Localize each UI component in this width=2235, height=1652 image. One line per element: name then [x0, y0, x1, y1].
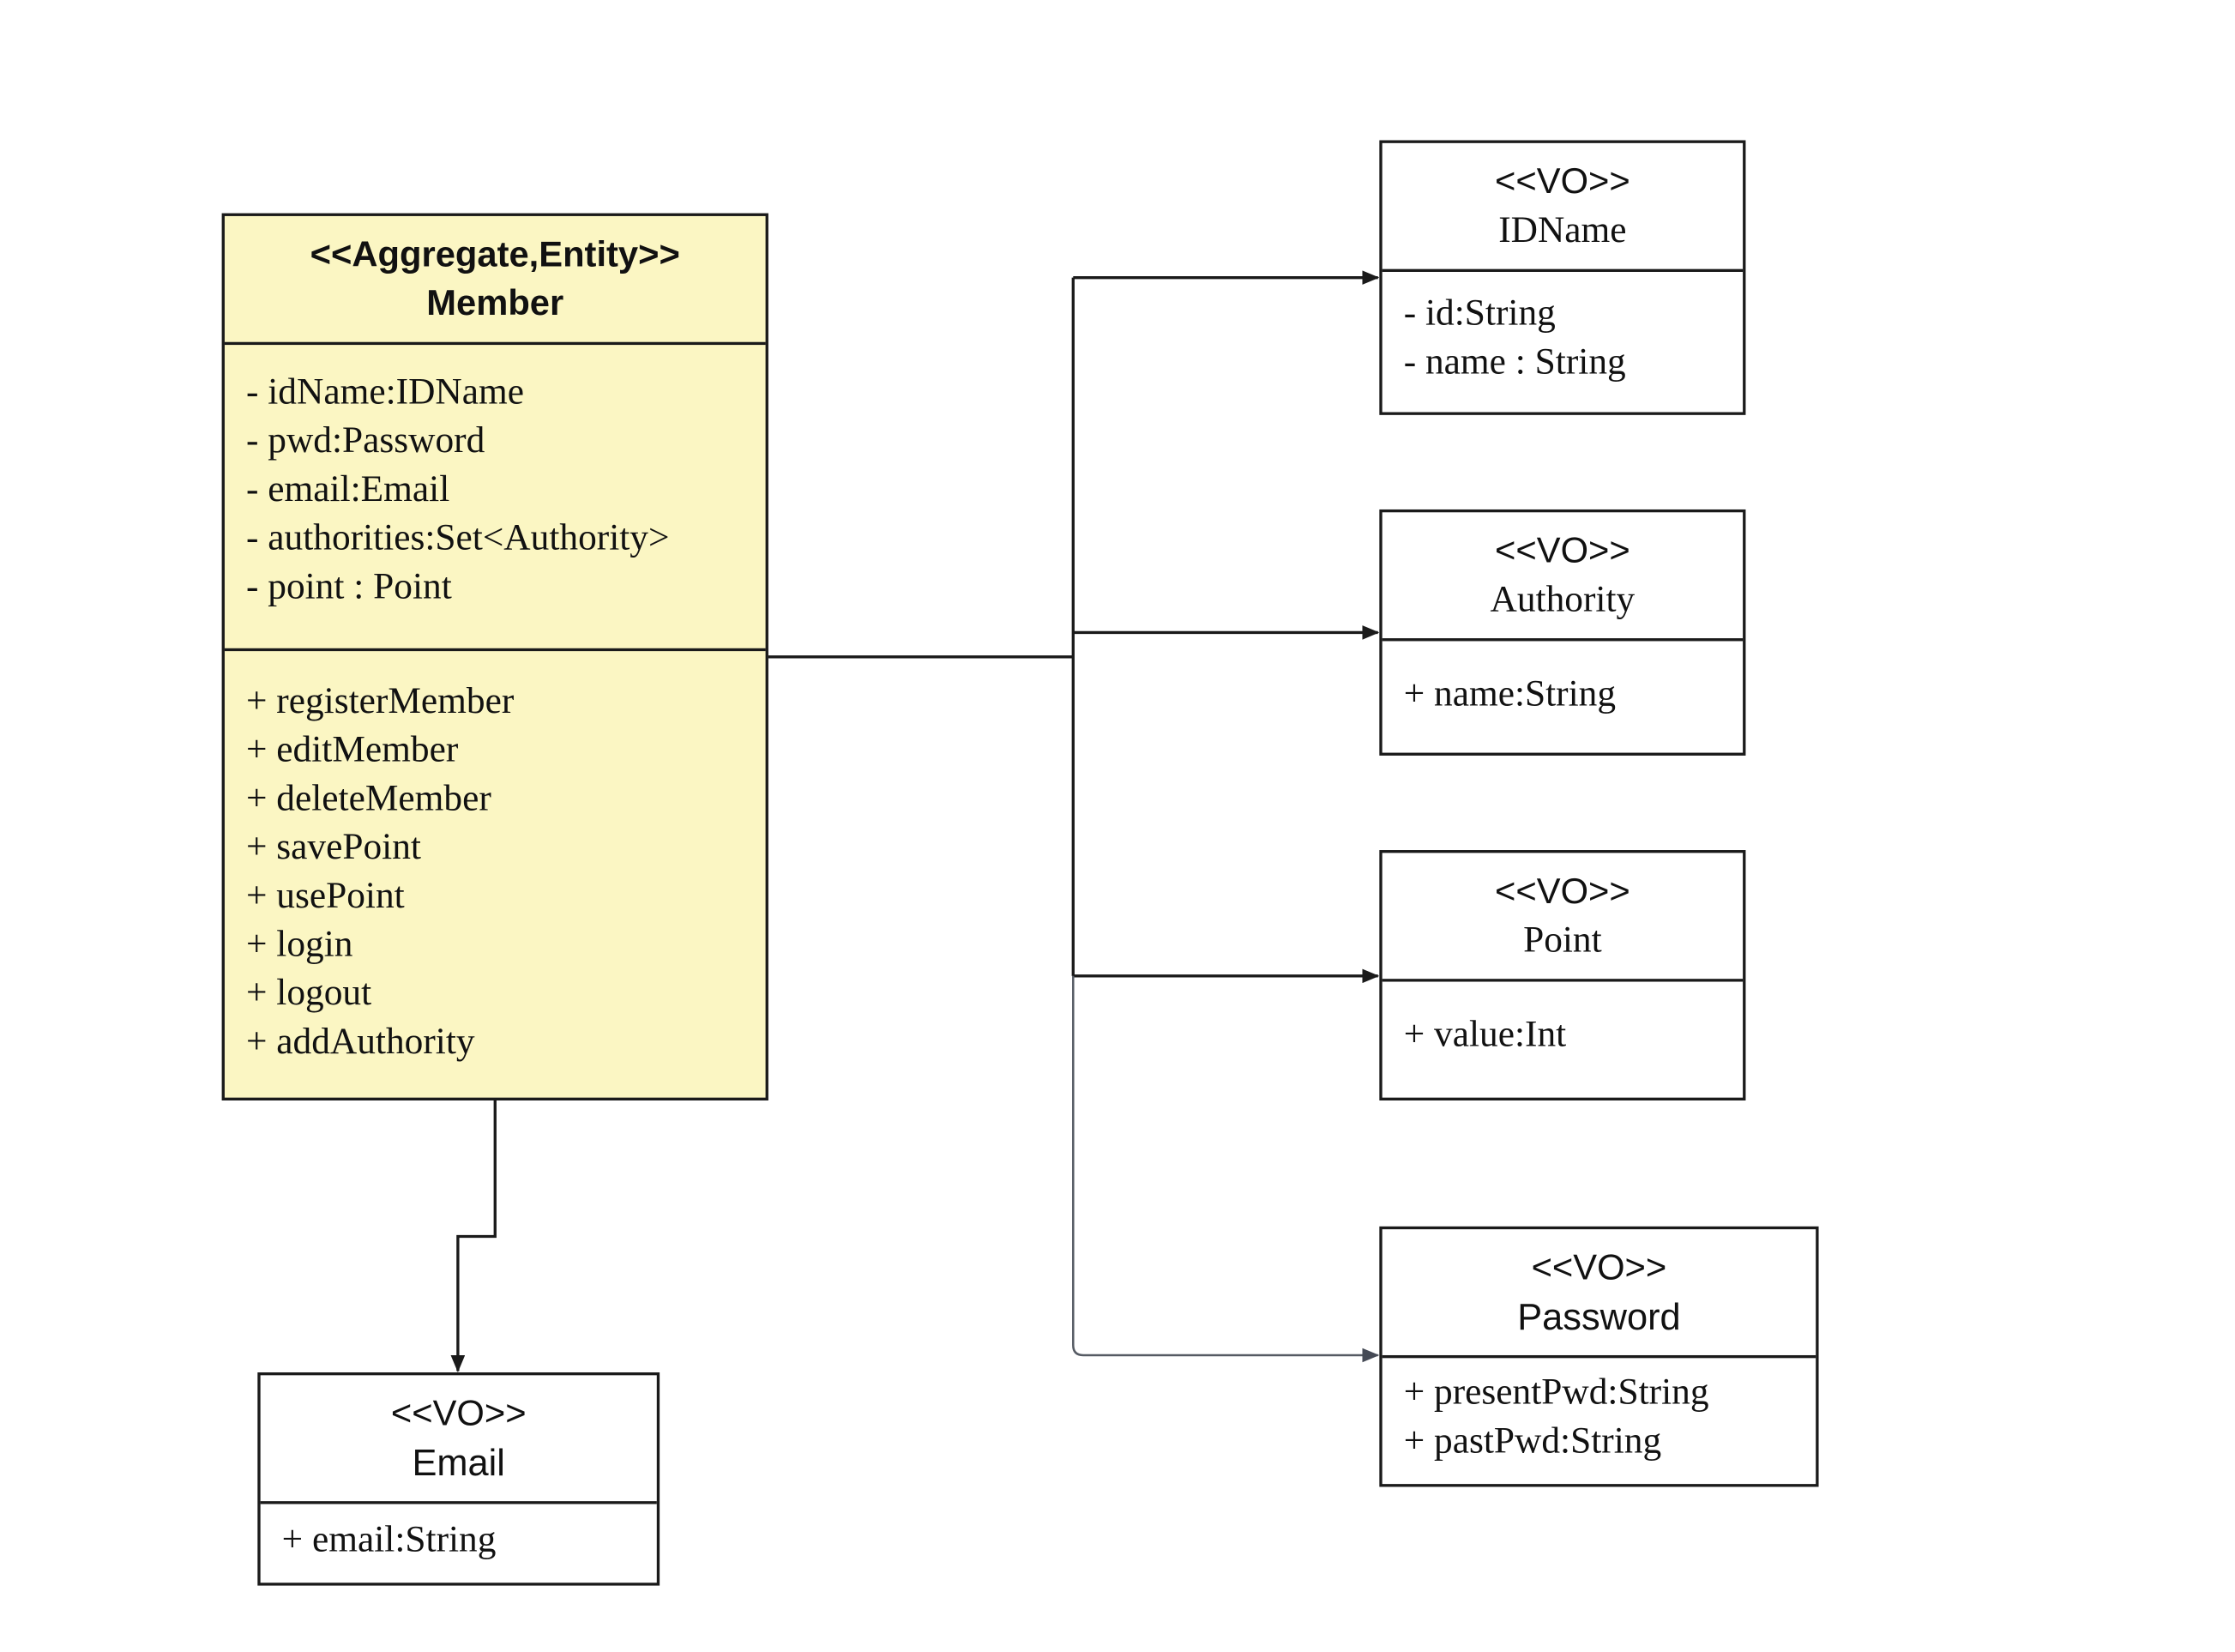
member-operations: + registerMember + editMember + deleteMe… — [225, 651, 766, 1066]
operation: + savePoint — [245, 825, 421, 868]
point-class-header: <<VO>> Point — [1382, 853, 1744, 982]
password-class-name: Password — [1517, 1294, 1681, 1338]
idname-class-name: IDName — [1498, 208, 1627, 250]
operation: + usePoint — [245, 874, 405, 916]
member-attributes: - idName:IDName - pwd:Password - email:E… — [224, 345, 766, 652]
password-stereotype: <<VO>> — [1531, 1247, 1667, 1288]
email-attributes: + email:String — [261, 1504, 657, 1564]
operation: + login — [245, 923, 353, 965]
attribute: + email:String — [281, 1518, 497, 1560]
email-association-arrow — [450, 1099, 497, 1372]
operation: + addAuthority — [245, 1020, 475, 1062]
email-stereotype: <<VO>> — [390, 1394, 527, 1434]
member-class: <<Aggregate,Entity>> Member - idName:IDN… — [221, 213, 768, 1100]
operation: + deleteMember — [245, 776, 491, 819]
attribute: - email:Email — [245, 467, 450, 509]
member-class-header: <<Aggregate,Entity>> Member — [224, 216, 766, 346]
password-class-header: <<VO>> Password — [1382, 1229, 1816, 1359]
authority-class-name: Authority — [1490, 578, 1636, 620]
attribute: + value:Int — [1403, 1013, 1567, 1055]
member-stereotype: <<Aggregate,Entity>> — [310, 234, 680, 275]
authority-stereotype: <<VO>> — [1495, 530, 1630, 571]
attribute: - authorities:Set<Authority> — [245, 516, 670, 558]
email-class-header: <<VO>> Email — [260, 1375, 657, 1504]
point-class: <<VO>> Point + value:Int — [1379, 850, 1746, 1100]
point-attributes: + value:Int — [1383, 982, 1743, 1059]
password-class: <<VO>> Password + presentPwd:String + pa… — [1379, 1226, 1819, 1487]
point-stereotype: <<VO>> — [1495, 871, 1630, 912]
attribute: - id:String — [1403, 292, 1556, 334]
attribute: + presentPwd:String — [1403, 1371, 1709, 1413]
password-attributes: + presentPwd:String + pastPwd:String — [1383, 1358, 1816, 1465]
attribute: - idName:IDName — [245, 371, 524, 413]
authority-attributes: + name:String — [1383, 641, 1743, 718]
attribute: + pastPwd:String — [1403, 1420, 1662, 1462]
member-class-name: Member — [426, 283, 564, 324]
point-class-name: Point — [1523, 919, 1602, 961]
idname-attributes: - id:String - name : String — [1383, 272, 1743, 386]
authority-class-header: <<VO>> Authority — [1382, 512, 1744, 642]
attribute: + name:String — [1403, 672, 1617, 714]
operation: + registerMember — [245, 679, 515, 721]
password-association-arrow — [1072, 975, 1380, 1363]
email-class: <<VO>> Email + email:String — [257, 1372, 660, 1586]
email-class-name: Email — [412, 1441, 505, 1485]
authority-class: <<VO>> Authority + name:String — [1379, 509, 1746, 756]
idname-class: <<VO>> IDName - id:String - name : Strin… — [1379, 140, 1746, 415]
attribute: - name : String — [1403, 341, 1626, 383]
operation: + editMember — [245, 728, 459, 770]
attribute: - pwd:Password — [245, 419, 485, 461]
attribute: - point : Point — [245, 565, 452, 607]
operation: + logout — [245, 971, 372, 1014]
idname-stereotype: <<VO>> — [1495, 161, 1630, 202]
idname-class-header: <<VO>> IDName — [1382, 143, 1744, 272]
